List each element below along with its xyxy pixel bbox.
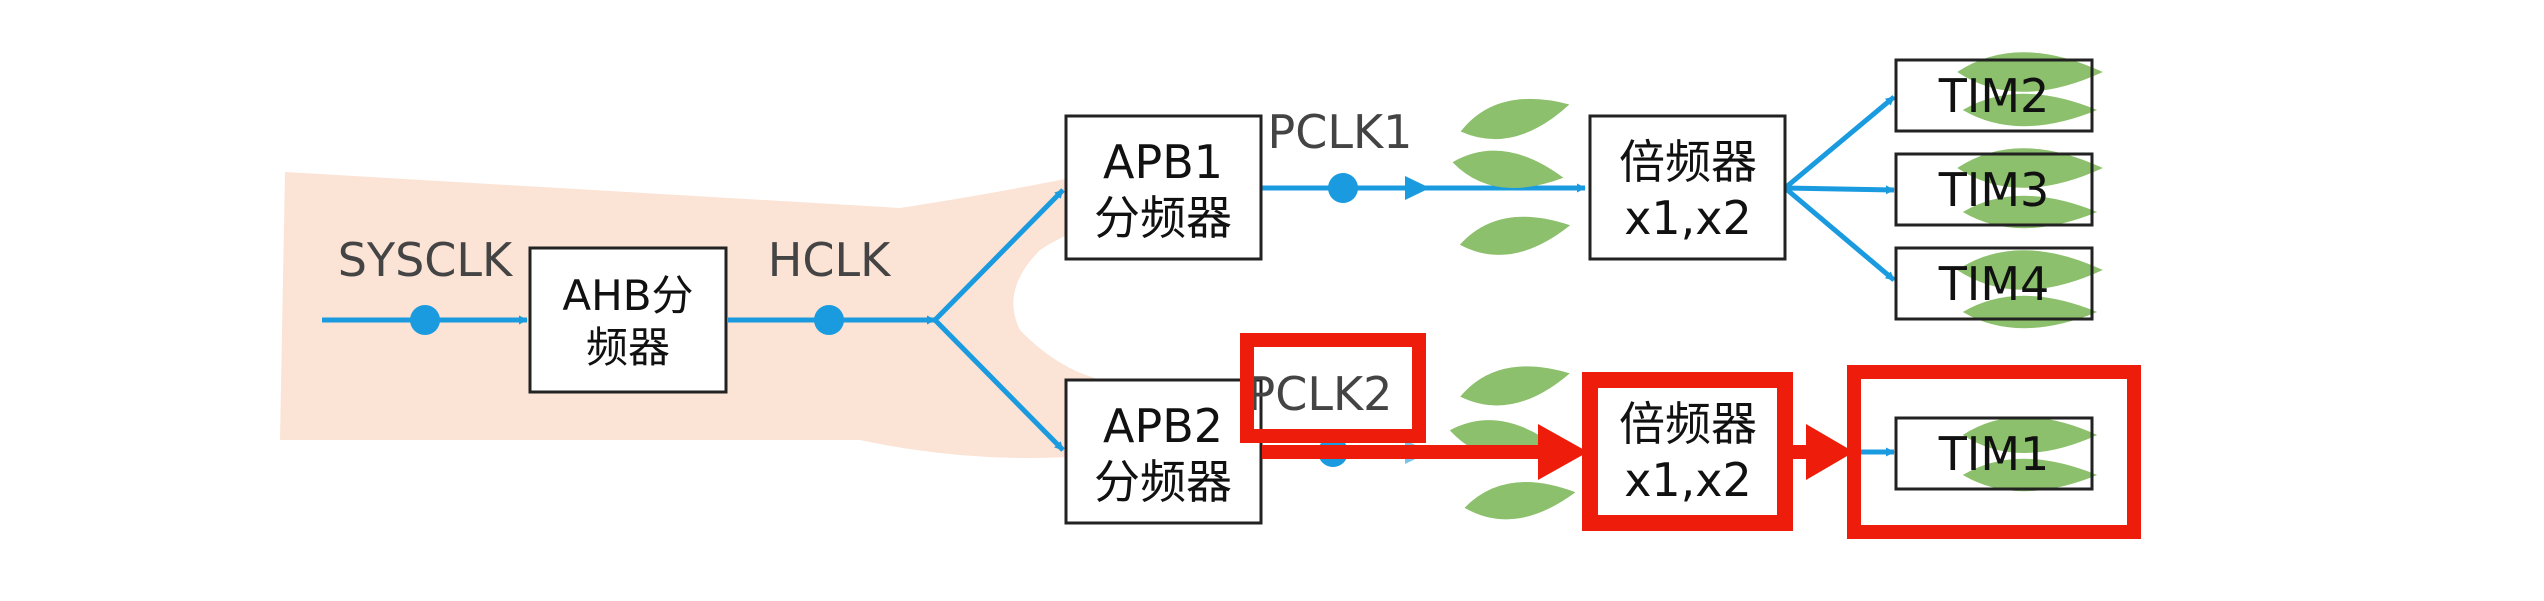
apb2-line-1: APB2 <box>1103 399 1223 453</box>
tim1-highlight-arrow-head <box>1806 424 1854 480</box>
pclk1-arrowhead <box>1405 176 1430 200</box>
wire-mult1-tim4 <box>1783 186 1896 282</box>
tim3-label: TIM3 <box>1938 163 2050 217</box>
multiplier-2-highlight-box <box>1582 372 1793 531</box>
background-band <box>280 150 1245 458</box>
wire-mult1-tim3 <box>1784 185 1895 195</box>
apb2-line-2: 分频器 <box>1094 455 1232 509</box>
wire-split-apb1 <box>933 188 1065 322</box>
sysclk-dot <box>410 305 440 335</box>
multiplier-1-box: 倍频器 x1,x2 <box>1588 114 1787 261</box>
wire-split-apb2 <box>933 318 1065 452</box>
pclk1-label: PCLK1 <box>1268 105 1413 159</box>
tim4-box: TIM4 <box>1894 246 2094 321</box>
tim2-box: TIM2 <box>1894 58 2094 133</box>
tim1-box: TIM1 <box>1894 416 2094 491</box>
ahb-line-2: 频器 <box>586 323 670 372</box>
multiplier-2-box: 倍频器 x1,x2 <box>1588 378 1787 525</box>
sysclk-label: SYSCLK <box>338 233 514 287</box>
apb1-line-1: APB1 <box>1103 135 1223 189</box>
pclk2-highlight-arrow-head <box>1538 424 1588 480</box>
highlight-annotations <box>1240 333 2141 539</box>
apb2-prescaler-box: APB2 分频器 <box>1064 378 1263 525</box>
tim4-label: TIM4 <box>1938 257 2050 311</box>
pclk1-dot <box>1328 173 1358 203</box>
pclk2-highlight-box <box>1240 333 1426 443</box>
ahb-line-1: AHB分 <box>562 271 693 320</box>
multiplier-2-line-1: 倍频器 <box>1619 397 1757 451</box>
hclk-dot <box>814 305 844 335</box>
multiplier-1-line-2: x1,x2 <box>1624 191 1752 245</box>
hclk-label: HCLK <box>768 233 892 287</box>
ahb-prescaler-box: AHB分 频器 <box>528 246 728 394</box>
tim3-box: TIM3 <box>1894 152 2094 227</box>
wire-mult1-tim2 <box>1783 95 1896 190</box>
apb1-prescaler-box: APB1 分频器 <box>1064 114 1263 261</box>
pclk2-label: PCLK2 <box>1248 367 1393 421</box>
multiplier-2-line-2: x1,x2 <box>1624 453 1752 507</box>
tim1-label: TIM1 <box>1938 427 2050 481</box>
apb1-line-2: 分频器 <box>1094 191 1232 245</box>
multiplier-1-line-1: 倍频器 <box>1619 135 1757 189</box>
tim2-label: TIM2 <box>1938 69 2050 123</box>
